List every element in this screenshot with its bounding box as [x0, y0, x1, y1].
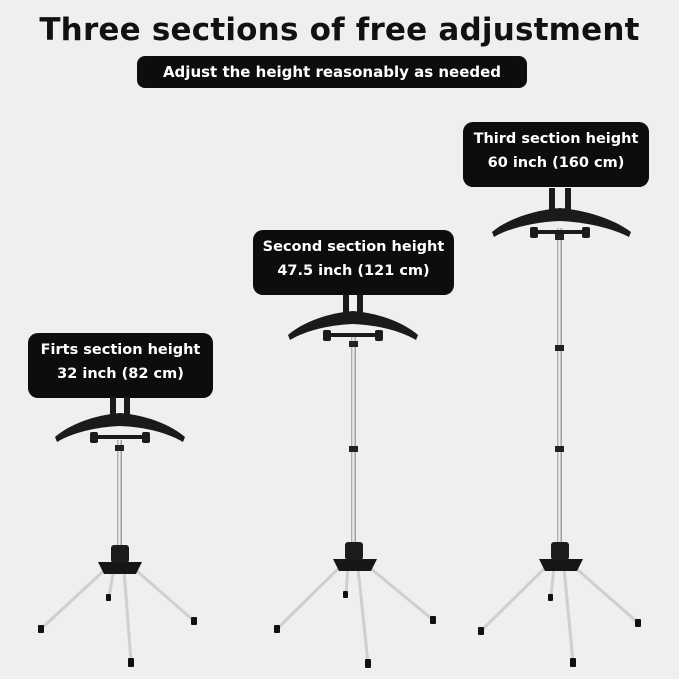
tripod-legs	[480, 561, 639, 664]
first-section-size: 32 inch (82 cm)	[57, 366, 184, 382]
pole	[351, 335, 356, 550]
pole	[557, 228, 562, 550]
tripod-base	[98, 562, 142, 574]
second-section-size: 47.5 inch (121 cm)	[277, 263, 430, 279]
second-section-label: Second section height 47.5 inch (121 cm)	[253, 230, 454, 295]
pole-joint	[349, 446, 358, 452]
leg-feet	[274, 591, 436, 668]
tripod-legs	[40, 563, 195, 664]
tripod-base	[333, 559, 377, 571]
third-section-size: 60 inch (160 cm)	[487, 155, 625, 171]
first-section-label: Firts section height 32 inch (82 cm)	[28, 333, 213, 398]
first-section-name: Firts section height	[40, 342, 201, 358]
stand-second-section	[274, 295, 436, 668]
tripod-base	[539, 559, 583, 571]
third-section-label: Third section height 60 inch (160 cm)	[463, 122, 649, 187]
pole-clamp	[115, 445, 124, 451]
leg-feet	[38, 594, 197, 667]
leg-feet	[478, 594, 641, 667]
pole-joint	[555, 446, 564, 452]
hanger	[492, 188, 631, 238]
stand-third-section	[478, 188, 641, 667]
pole-joint	[555, 345, 564, 351]
hanger	[288, 295, 418, 341]
stand-first-section	[38, 397, 197, 667]
pole	[117, 440, 122, 552]
second-section-name: Second section height	[262, 239, 445, 255]
subtitle-badge: Adjust the height reasonably as needed	[137, 56, 527, 88]
page-title: Three sections of free adjustment	[39, 12, 640, 48]
third-section-name: Third section height	[473, 131, 639, 147]
hanger	[55, 397, 185, 443]
tripod-legs	[276, 561, 434, 665]
